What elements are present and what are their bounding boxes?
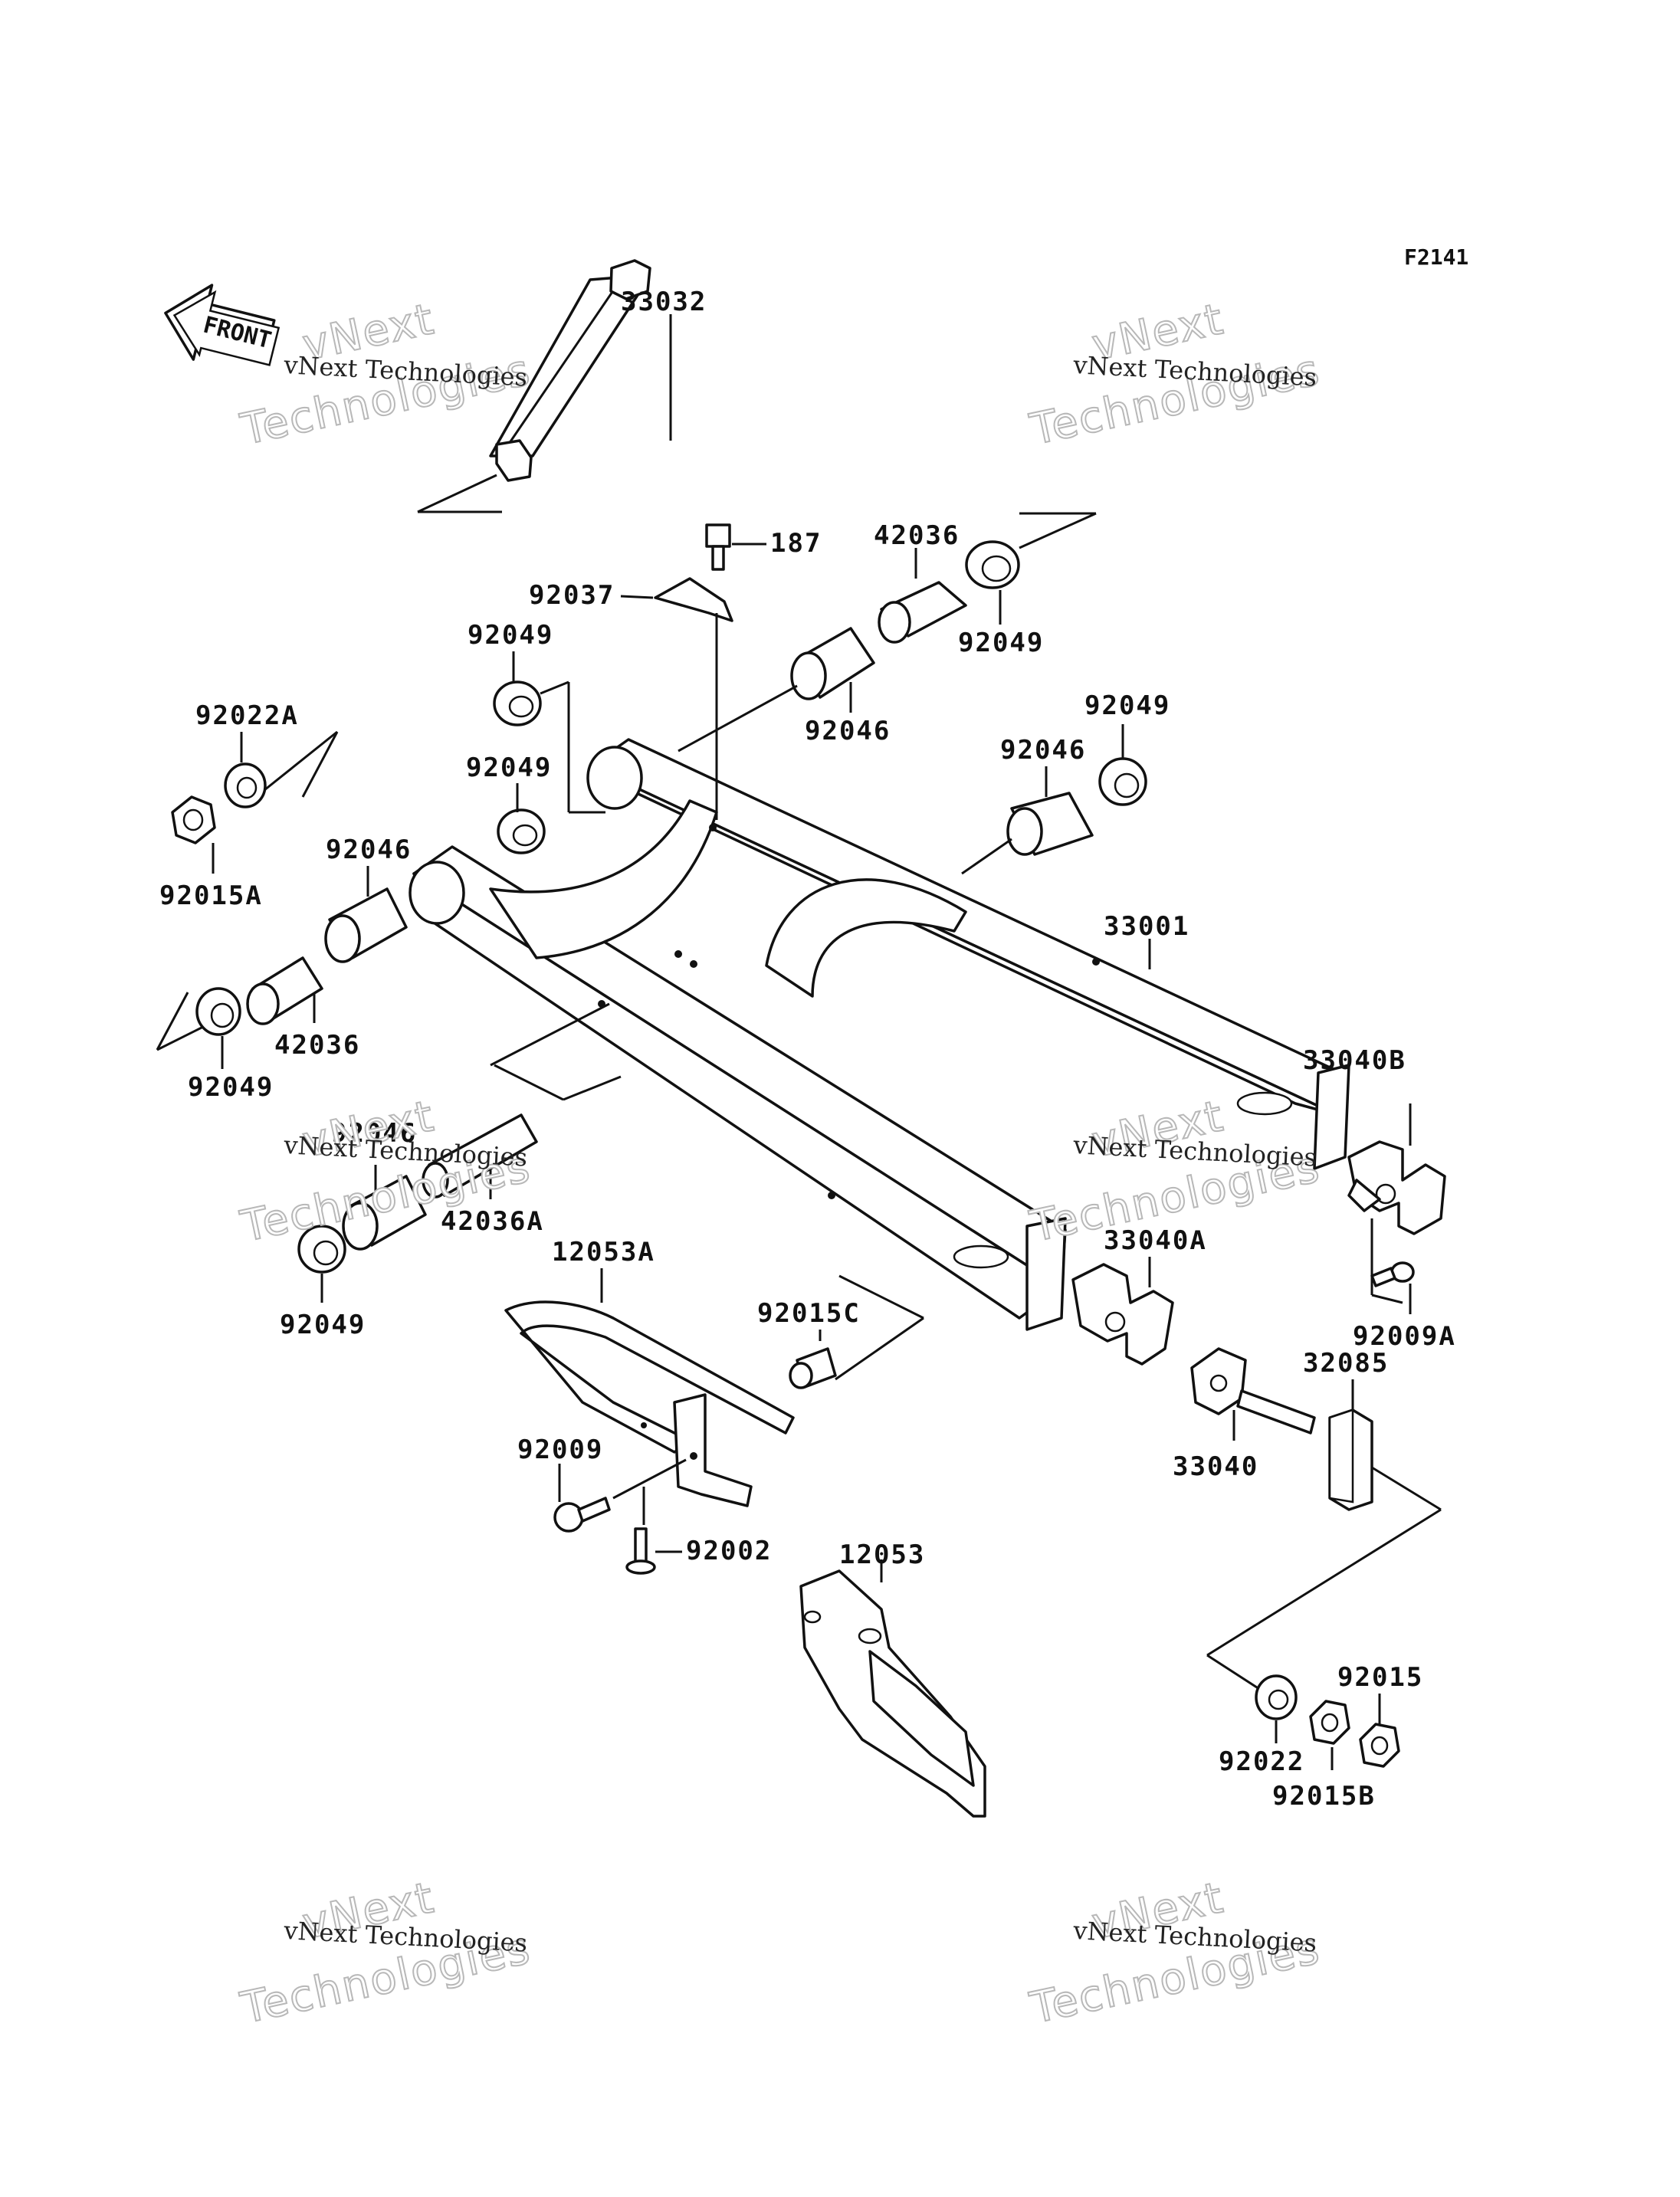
- seal-92049-upper-left-1: [493, 680, 542, 726]
- chain-adjuster-33040: [1190, 1347, 1316, 1435]
- label-92049-left: 92049: [188, 1072, 274, 1103]
- bolt-92009A: [1370, 1261, 1415, 1287]
- adjuster-33040B: [1347, 1140, 1446, 1235]
- label-33032: 33032: [621, 287, 707, 317]
- label-33040A: 33040A: [1104, 1225, 1207, 1256]
- front-arrow-icon: FRONT: [164, 284, 281, 366]
- label-92049-upper-left-1: 92049: [468, 620, 553, 651]
- label-92046-left: 92046: [326, 835, 412, 865]
- clip-92037: [654, 577, 733, 622]
- chain-guide-12053A: [504, 1300, 795, 1507]
- sleeve-42036A: [422, 1113, 538, 1199]
- watermark-top-right: vNext Technologies vNext Technologies: [1025, 293, 1325, 456]
- label-187: 187: [770, 528, 822, 559]
- swingarm-33001: [409, 738, 1350, 1331]
- seal-92049-upper-left-2: [497, 808, 546, 854]
- label-92022: 92022: [1219, 1746, 1304, 1777]
- bearing-92046-left: [324, 887, 408, 963]
- label-92022A: 92022A: [195, 700, 299, 731]
- label-92015B: 92015B: [1272, 1781, 1376, 1812]
- pivot-shaft-33032: [417, 259, 672, 513]
- label-92046-right: 92046: [1000, 735, 1086, 766]
- label-32085: 32085: [1303, 1348, 1389, 1379]
- label-92015: 92015: [1337, 1662, 1423, 1693]
- svg-text:vNext Technologies: vNext Technologies: [1072, 1130, 1317, 1172]
- sleeve-42036-top: [878, 581, 967, 644]
- label-42036-left: 42036: [274, 1030, 360, 1061]
- collar-92015C: [789, 1347, 837, 1389]
- bearing-92046-right: [1006, 792, 1094, 856]
- label-92046-lower-left: 92046: [331, 1118, 417, 1149]
- label-92015C: 92015C: [757, 1298, 861, 1329]
- bearing-92046-top: [790, 627, 875, 700]
- label-33040B: 33040B: [1303, 1045, 1406, 1076]
- label-92046-top: 92046: [805, 716, 891, 746]
- label-12053A: 12053A: [552, 1237, 655, 1267]
- washer-92022: [1255, 1674, 1298, 1720]
- label-92002: 92002: [686, 1536, 772, 1566]
- seal-92049-top-right: [965, 540, 1020, 589]
- chain-guard-12053: [799, 1569, 986, 1818]
- seal-92049-lower-left: [297, 1225, 346, 1274]
- label-33040: 33040: [1173, 1451, 1258, 1482]
- adjuster-33040A: [1071, 1263, 1174, 1366]
- seal-92049-right: [1098, 757, 1147, 806]
- figure-code: F2141: [1404, 244, 1468, 270]
- label-92049-right: 92049: [1084, 690, 1170, 721]
- nut-92015: [1359, 1723, 1400, 1768]
- bearing-92046-lower-left: [342, 1175, 427, 1251]
- sleeve-42036-left: [246, 956, 323, 1025]
- nut-92015B: [1309, 1700, 1350, 1745]
- bolt-92009: [553, 1497, 611, 1533]
- label-92049-lower-left: 92049: [280, 1310, 366, 1340]
- label-12053: 12053: [839, 1540, 925, 1570]
- label-92009A: 92009A: [1353, 1321, 1456, 1352]
- watermark-bottom-right: vNext Technologies vNext Technologies: [1025, 1872, 1325, 2035]
- label-92037: 92037: [529, 580, 615, 611]
- label-42036A: 42036A: [441, 1206, 544, 1237]
- watermark-bottom-left: vNext Technologies vNext Technologies: [235, 1872, 536, 2035]
- screw-92002: [625, 1527, 656, 1575]
- label-92015A: 92015A: [159, 880, 263, 911]
- seal-92049-left: [195, 987, 241, 1036]
- watermark-top-left: vNext Technologies vNext Technologies: [235, 293, 536, 456]
- label-92009: 92009: [517, 1435, 603, 1465]
- bolt-187: [705, 523, 731, 571]
- block-32085: [1328, 1408, 1373, 1511]
- washer-92022A: [224, 762, 267, 808]
- nut-92015A: [171, 795, 216, 844]
- label-33001: 33001: [1104, 911, 1189, 942]
- label-92049-top-right: 92049: [958, 628, 1044, 658]
- label-42036-top: 42036: [874, 520, 960, 551]
- label-92049-upper-left-2: 92049: [466, 753, 552, 783]
